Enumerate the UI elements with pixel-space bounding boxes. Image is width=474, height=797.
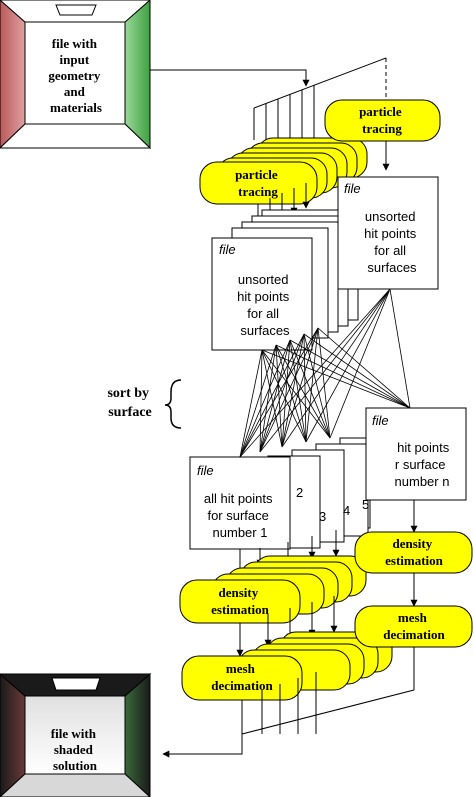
particle-tracing-front: particle tracing: [199, 161, 318, 205]
svg-text:unsorted hit points: unsorted hit points for all surfaces: [237, 272, 293, 338]
svg-text:unsorted hit points: unsorted hit points for all surfaces: [364, 209, 420, 275]
distribution-fan: [253, 57, 387, 140]
sort-cross-lines: [239, 288, 411, 458]
collector-lines: [162, 647, 415, 758]
input-file-label: file with input geometry and materials: [48, 36, 103, 115]
output-file-label: file with shaded solution: [51, 726, 99, 773]
particle-tracing-n: particle tracing: [324, 99, 441, 142]
sorted-file-1: file all hit points for surface number 1: [189, 456, 291, 550]
input-connector: [150, 69, 310, 87]
svg-text:density estimation: density estimation: [385, 536, 444, 568]
mesh-decimation-n: mesh decimation: [354, 605, 473, 648]
sorted-peek-3: 3: [319, 509, 326, 524]
svg-text:particle tracing: particle tracing: [235, 167, 281, 199]
unsorted-file-1: file unsorted hit points for all surface…: [211, 237, 313, 351]
svg-text:file: file: [344, 181, 361, 196]
sorted-file-n: file hit points r surface number n: [365, 407, 467, 501]
svg-text:particle tracing: particle tracing: [359, 104, 405, 136]
svg-text:mesh decimation: mesh decimation: [211, 661, 273, 693]
svg-text:sort by surface: sort by surface: [107, 386, 152, 420]
density-estimation-front: density estimation: [179, 579, 301, 624]
sorted-peek-labels: 2 3 4 5: [296, 485, 369, 524]
sorted-peek-5: 5: [362, 497, 369, 512]
svg-text:mesh decimation: mesh decimation: [383, 610, 445, 642]
mesh-decimation-front: mesh decimation: [181, 655, 303, 701]
output-file-room: file with shaded solution: [0, 672, 152, 797]
sorted-file-stack: [267, 437, 371, 549]
sort-by-surface-label: sort by surface: [107, 379, 182, 429]
sorted-peek-2: 2: [296, 485, 303, 500]
svg-text:density estimation: density estimation: [211, 585, 270, 617]
svg-text:file: file: [219, 242, 236, 257]
density-estimation-n: density estimation: [354, 531, 473, 574]
svg-text:file: file: [197, 463, 214, 478]
sorted-peek-4: 4: [343, 503, 350, 518]
unsorted-file-n: file unsorted hit points for all surface…: [337, 176, 439, 290]
input-file-room: file with input geometry and materials: [0, 0, 152, 150]
svg-text:hit points r surface: hit points r surface number n: [395, 440, 453, 489]
svg-text:all hit points for surfa: all hit points for surface number 1: [204, 491, 276, 540]
svg-text:file: file: [372, 413, 389, 428]
brace-icon: [164, 379, 182, 429]
